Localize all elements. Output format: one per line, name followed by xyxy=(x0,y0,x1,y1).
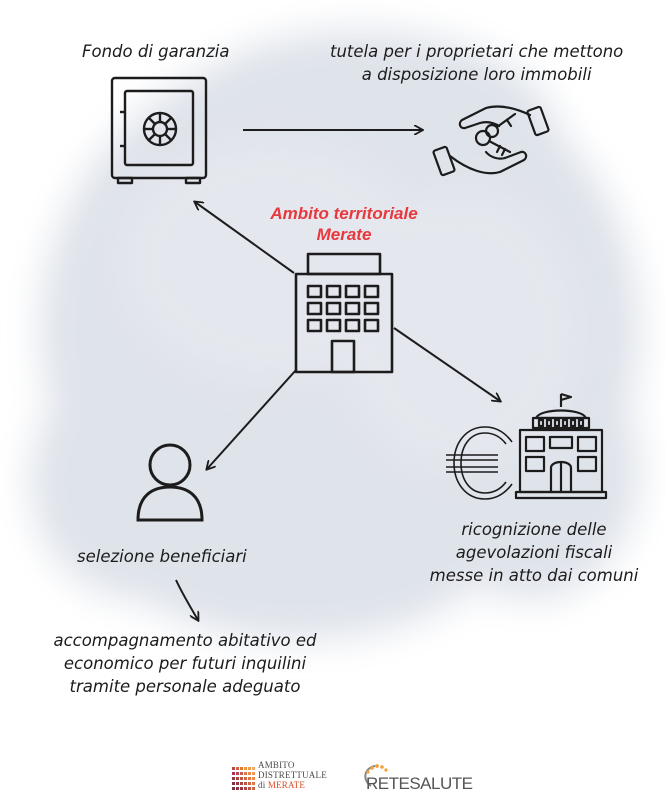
label-agevolazioni: ricognizione delle agevolazioni fiscali … xyxy=(427,518,641,587)
arrow-building-to-safe xyxy=(195,202,295,274)
retesalute-logo: RETESALUTE xyxy=(352,768,482,802)
label-accompagnamento: accompagnamento abitativo ed economico p… xyxy=(20,629,350,698)
center-title-line1: Ambito territoriale xyxy=(270,204,418,223)
ambito-logo-mark xyxy=(232,767,255,790)
center-title-line2: Merate xyxy=(316,225,372,244)
retesalute-logo-mark xyxy=(364,764,388,787)
label-agevolazioni-line1: ricognizione delle xyxy=(461,520,607,539)
center-title: Ambito territoriale Merate xyxy=(244,203,444,245)
retesalute-logo-text: RETESALUTE xyxy=(366,774,473,793)
town-hall-icon xyxy=(514,392,608,500)
label-accompagnamento-line3: tramite personale adeguato xyxy=(69,677,301,696)
arrow-building-to-person xyxy=(207,369,297,469)
ambito-logo-line1: AMBITO xyxy=(258,760,295,770)
label-tutela-line1: tutela per i proprietari che mettono xyxy=(330,42,624,61)
arrow-building-to-townhall xyxy=(393,327,500,401)
ambito-logo-merate: MERATE xyxy=(267,780,306,790)
ambito-logo-line2: DISTRETTUALE xyxy=(258,770,327,780)
ambito-logo-di: di xyxy=(258,780,266,790)
label-tutela-line2: a disposizione loro immobili xyxy=(361,65,592,84)
label-tutela-proprietari: tutela per i proprietari che mettono a d… xyxy=(330,40,623,86)
ambito-logo-line3: di MERATE xyxy=(258,780,327,790)
office-building-icon xyxy=(294,252,394,374)
label-agevolazioni-line3: messe in atto dai comuni xyxy=(429,566,639,585)
hands-key-icon xyxy=(432,105,550,177)
label-accompagnamento-line1: accompagnamento abitativo ed xyxy=(53,631,317,650)
euro-icon xyxy=(446,426,513,500)
ambito-distrettuale-logo: AMBITO DISTRETTUALE di MERATE xyxy=(232,760,342,800)
label-accompagnamento-line2: economico per futuri inquilini xyxy=(63,654,307,673)
label-selezione-beneficiari: selezione beneficiari xyxy=(77,547,247,566)
safe-icon xyxy=(110,76,208,185)
label-fondo-garanzia: Fondo di garanzia xyxy=(82,42,230,61)
arrow-selection-to-support xyxy=(175,579,198,620)
ambito-logo-text: AMBITO DISTRETTUALE di MERATE xyxy=(258,760,327,790)
label-agevolazioni-line2: agevolazioni fiscali xyxy=(455,543,613,562)
person-icon xyxy=(136,443,204,522)
